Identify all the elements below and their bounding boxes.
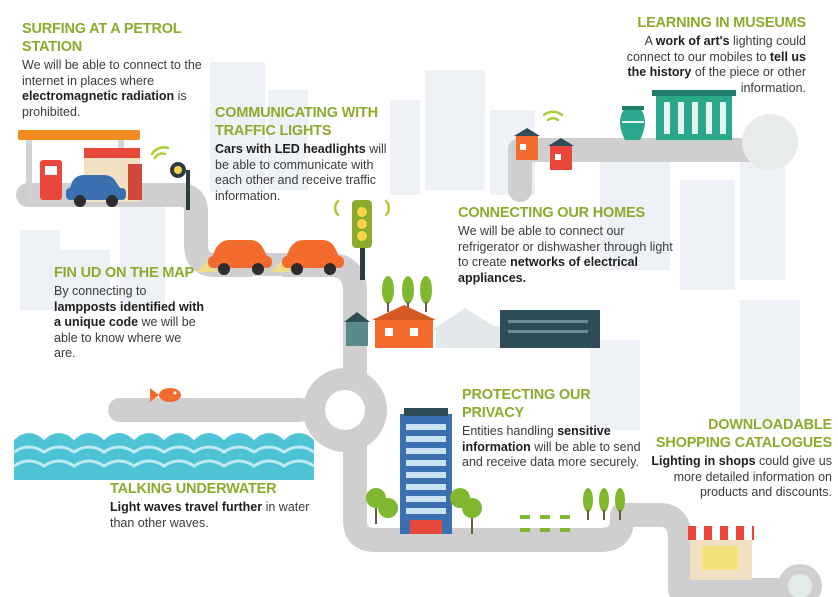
car-icon (270, 240, 344, 275)
wifi-signal-icon (542, 110, 564, 122)
bold-text-run: Cars with LED headlights (215, 142, 366, 156)
bold-text-run: sensitive information (462, 424, 611, 454)
section-title: DOWNLOADABLE SHOPPING CATALOGUES (655, 417, 832, 451)
section-museums: LEARNING IN MUSEUMS A work of art's ligh… (622, 14, 806, 96)
section-shopping: DOWNLOADABLE SHOPPING CATALOGUES Lightin… (648, 416, 832, 501)
section-body: Light waves travel further in water than… (110, 500, 315, 531)
text-run: We will be able to connect to the intern… (22, 58, 202, 88)
section-title: COMMUNICATING WITH TRAFFIC LIGHTS (215, 105, 378, 139)
traffic-light-icon (352, 200, 372, 280)
section-title: PROTECTING OUR PRIVACY (462, 387, 591, 421)
section-body: We will be able to connect to the intern… (22, 58, 212, 120)
section-title: SURFING AT A PETROL STATION (22, 21, 182, 55)
section-body: By connecting to lampposts identified wi… (54, 284, 204, 362)
bold-text-run: networks of electrical appliances. (458, 255, 638, 285)
section-title: LEARNING IN MUSEUMS (637, 15, 806, 31)
section-body: We will be able to connect our refrigera… (458, 224, 684, 286)
section-body: Entities handling sensitive information … (462, 424, 650, 471)
text-run: lighting could connect to our mobiles to (626, 34, 806, 64)
text-run: of the piece or other information. (691, 65, 806, 95)
text-run: By connecting to (54, 284, 147, 298)
section-body: A work of art's lighting could connect t… (622, 34, 806, 96)
text-run: we will be able to know where we are. (54, 315, 196, 360)
text-run: We will be able to connect our refrigera… (458, 224, 673, 269)
tree-icon (382, 276, 432, 312)
museum-roundabout (742, 114, 798, 170)
section-traffic-lights: COMMUNICATING WITH TRAFFIC LIGHTS Cars w… (215, 104, 393, 204)
bold-text-run: Lighting in shops (651, 454, 756, 468)
grass-patches (520, 515, 570, 532)
text-run: Entities handling (462, 424, 558, 438)
text-run: A (644, 34, 656, 48)
text-run: could give us more detailed information … (673, 454, 832, 499)
house-icon (344, 305, 600, 348)
section-underwater: TALKING UNDERWATER Light waves travel fu… (110, 480, 315, 531)
vase-icon (620, 106, 645, 140)
section-body: Cars with LED headlights will be able to… (215, 142, 393, 204)
section-petrol-station: SURFING AT A PETROL STATION We will be a… (22, 20, 212, 120)
water-waves (13, 433, 315, 480)
text-run: in water than other waves. (110, 500, 310, 530)
section-title: CONNECTING OUR HOMES (458, 205, 645, 221)
house-icon (514, 128, 574, 170)
section-title: FIN UD ON THE MAP (54, 265, 194, 281)
text-run: will be able to send and receive data mo… (462, 439, 641, 470)
section-map: FIN UD ON THE MAP By connecting to lampp… (54, 264, 204, 362)
bold-text-run: electromagnetic radiation (22, 89, 175, 103)
museum-icon (652, 90, 736, 140)
section-body: Lighting in shops could give us more det… (648, 454, 832, 501)
wifi-signal-icon (333, 199, 391, 217)
bold-text-run: Light waves travel further (110, 500, 263, 514)
crosswalk (252, 276, 282, 293)
bold-text-run: lampposts identified with a unique code (54, 299, 205, 330)
wifi-signal-icon (150, 146, 170, 160)
section-homes: CONNECTING OUR HOMES We will be able to … (458, 204, 684, 286)
office-tower-icon (400, 408, 452, 534)
section-title: TALKING UNDERWATER (110, 481, 277, 497)
fish-icon (150, 388, 181, 402)
bold-text-run: work of art's (655, 34, 730, 48)
car-icon (66, 175, 126, 207)
lamppost-icon (170, 162, 190, 210)
bold-text-run: tell us the history (627, 49, 806, 80)
text-run: will be able to communicate with each ot… (215, 142, 387, 203)
tree-icon (366, 488, 482, 534)
tree-icon (583, 488, 625, 520)
shop-icon (688, 526, 754, 580)
car-icon (196, 240, 272, 275)
section-privacy: PROTECTING OUR PRIVACY Entities handling… (462, 386, 650, 471)
text-run: is prohibited. (22, 89, 187, 119)
